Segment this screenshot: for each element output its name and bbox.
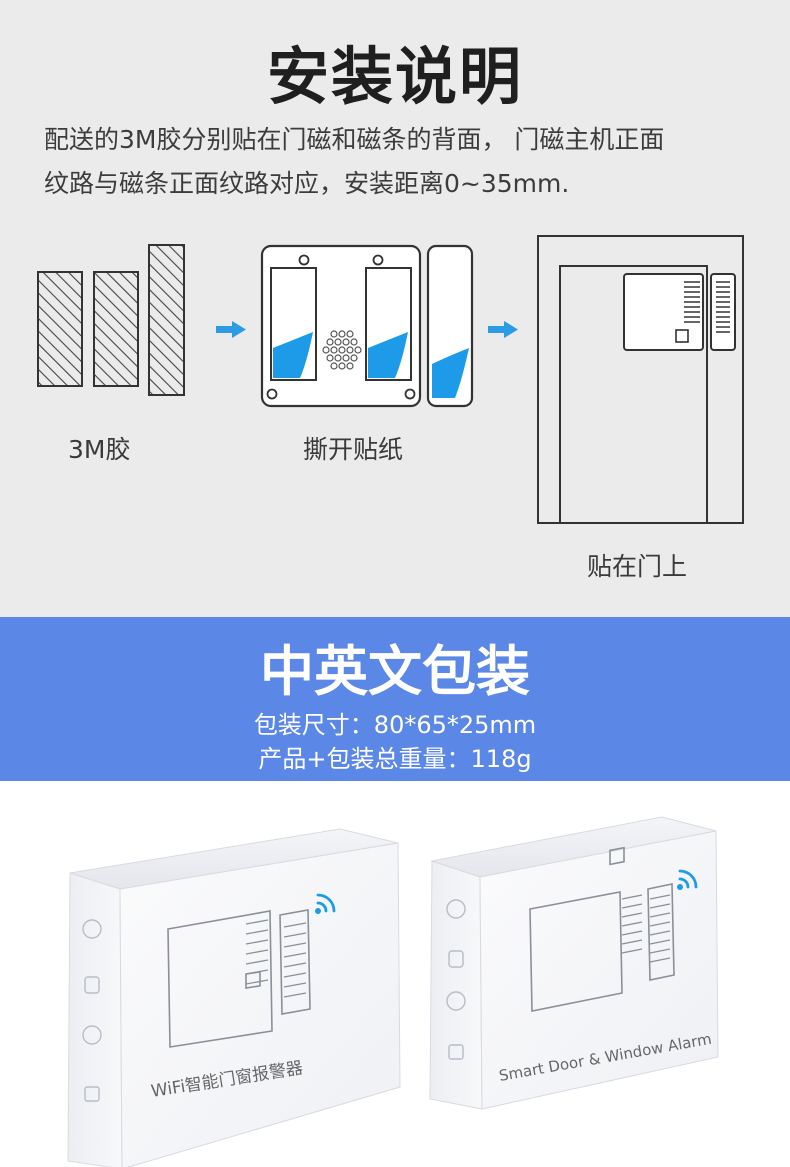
installation-diagram [37, 235, 744, 524]
package-boxes-illustration: WiFi智能门窗报警器 [67, 816, 719, 1167]
arrow-right-icon [488, 321, 518, 338]
description-line-2: 纹路与磁条正面纹路对应，安装距离0~35mm. [44, 169, 570, 198]
sensor-back-illustration [260, 244, 422, 408]
package-banner: 中英文包装 包装尺寸：80*65*25mm 产品+包装总重量：118g [0, 617, 790, 781]
door-illustration [537, 235, 744, 524]
wifi-icon [315, 893, 336, 914]
box-chinese: WiFi智能门窗报警器 [67, 828, 401, 1167]
step-label-mount: 贴在门上 [587, 552, 688, 581]
wifi-icon [677, 869, 698, 890]
tape-strip-2 [93, 271, 139, 387]
description-line-1: 配送的3M胶分别贴在门磁和磁条的背面， 门磁主机正面 [44, 125, 665, 154]
tape-strip-1 [37, 271, 83, 387]
installation-description: 配送的3M胶分别贴在门磁和磁条的背面， 门磁主机正面 纹路与磁条正面纹路对应，安… [44, 118, 764, 206]
package-title: 中英文包装 [260, 640, 530, 703]
tape-strip-3 [148, 244, 185, 396]
package-weight: 产品+包装总重量：118g [258, 745, 532, 773]
box-english: Smart Door & Window Alarm [429, 816, 719, 1110]
package-size: 包装尺寸：80*65*25mm [253, 711, 537, 739]
installation-section: 安装说明 配送的3M胶分别贴在门磁和磁条的背面， 门磁主机正面 纹路与磁条正面纹… [0, 0, 790, 617]
installation-title: 安装说明 [266, 40, 523, 113]
package-photo: WiFi智能门窗报警器 [0, 781, 790, 1167]
magnet-back-illustration [426, 244, 474, 408]
step-label-peel: 撕开贴纸 [303, 435, 404, 464]
step-label-tape: 3M胶 [68, 435, 131, 464]
arrow-right-icon [216, 321, 246, 338]
